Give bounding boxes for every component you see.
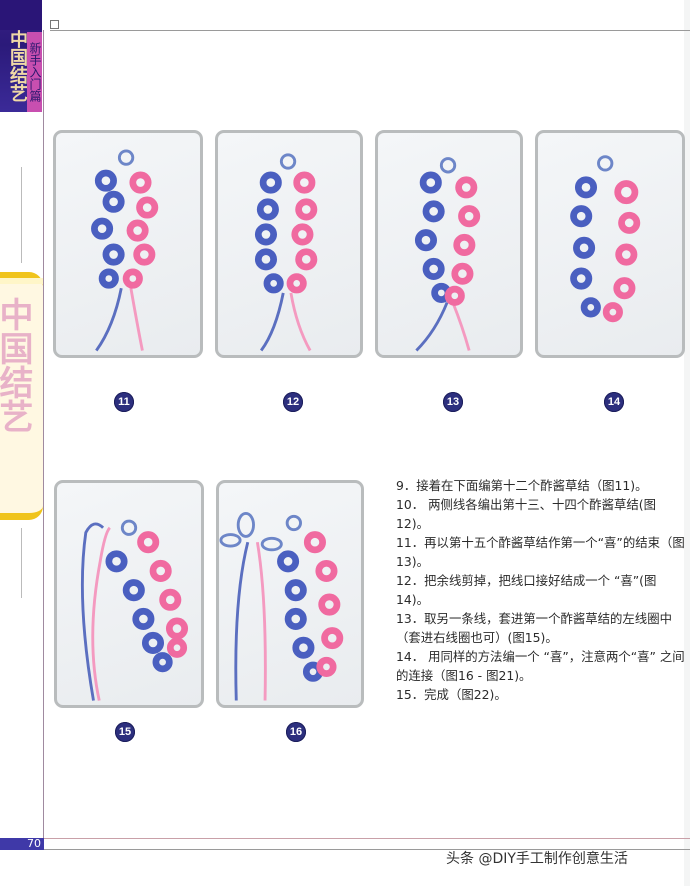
figure-number-badge: 11 <box>114 392 134 412</box>
knot-illustration-icon <box>80 519 189 701</box>
page-number: 70 <box>0 838 44 850</box>
instruction-steps: 9．接着在下面编第十二个酢酱草结（图11)。 10． 两侧线各编出第十三、十四个… <box>396 476 686 704</box>
book-title: 中国结艺 <box>7 30 28 102</box>
knot-illustration-icon <box>570 155 641 323</box>
side-ribbon-title: 中国结艺 <box>0 297 33 433</box>
figure-number-badge: 14 <box>604 392 624 412</box>
side-decor-line <box>21 528 22 598</box>
bottom-rule <box>44 838 690 839</box>
knot-illustration-icon <box>219 511 344 701</box>
bottom-rule <box>44 849 690 850</box>
figure-15-photo <box>54 480 204 708</box>
step-14: 14． 用同样的方法编一个 “喜”，注意两个“喜” 之间的连接（图16 - 图2… <box>396 649 685 683</box>
knot-illustration-icon <box>91 149 159 352</box>
top-rule <box>50 30 690 31</box>
figure-number-badge: 12 <box>283 392 303 412</box>
figure-number-badge: 16 <box>286 722 306 742</box>
figure-number-badge: 13 <box>443 392 463 412</box>
step-15: 15．完成（图22)。 <box>396 687 507 702</box>
page-edge <box>684 0 690 886</box>
watermark: 头条 @DIY手工制作创意生活 <box>446 851 628 867</box>
book-subtitle: 新手入门篇 <box>27 32 42 112</box>
step-11: 11．再以第十五个酢酱草结作第一个“喜”的结束（图13)。 <box>396 535 685 569</box>
figure-12-photo <box>215 130 363 358</box>
header-badge: 中国结艺 新手入门篇 <box>0 0 42 112</box>
step-9: 9．接着在下面编第十二个酢酱草结（图11)。 <box>396 478 648 493</box>
step-10: 10． 两侧线各编出第十三、十四个酢酱草结(图12)。 <box>396 497 656 531</box>
side-ribbon: 中国结艺 <box>0 272 43 520</box>
step-13: 13．取另一条线，套进第一个酢酱草结的左线圈中（套进右线圈也可）(图15)。 <box>396 611 672 645</box>
figure-11-photo <box>53 130 203 358</box>
knot-illustration-icon <box>254 153 318 352</box>
knot-illustration-icon <box>414 157 481 352</box>
side-decor-line <box>21 167 22 263</box>
corner-mark-icon <box>50 20 59 29</box>
figure-14-photo <box>535 130 685 358</box>
figure-13-photo <box>375 130 523 358</box>
left-rule <box>43 30 44 838</box>
figure-number-badge: 15 <box>115 722 135 742</box>
figure-16-photo <box>216 480 364 708</box>
step-12: 12．把余线剪掉，把线口接好结成一个 “喜”(图14)。 <box>396 573 657 607</box>
